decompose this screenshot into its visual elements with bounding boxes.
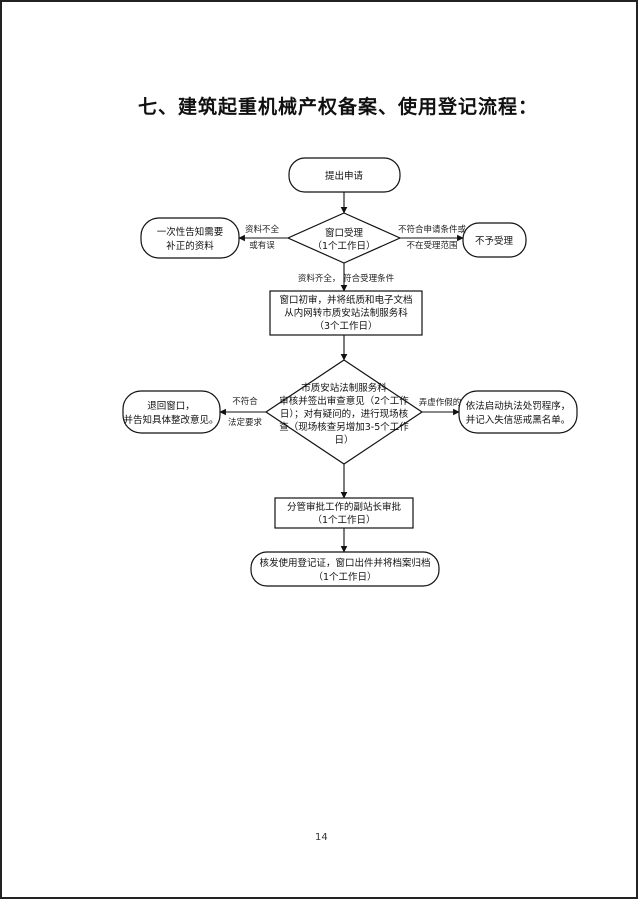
node-initial-review-line-1: 窗口初审，并将纸质和电子文档 <box>279 294 412 306</box>
page-border-right <box>636 0 638 899</box>
edge-not-meet-line-1: 不符合申请条件或 <box>398 224 467 235</box>
node-legal-review: 市质安站法制服务科 审核并签出审查意见（2个工作 日）；对有疑问的，进行现场核 … <box>264 359 424 465</box>
node-return-left: 退回窗口， 并告知具体整改意见。 <box>122 390 221 434</box>
node-penalty-right-line-2: 并记入失信惩戒黑名单。 <box>466 414 571 426</box>
node-return-left-line-2: 并告知具体整改意见。 <box>123 414 218 426</box>
page-border-left <box>0 0 2 899</box>
node-penalty-right-line-1: 依法启动执法处罚程序， <box>466 400 571 412</box>
node-initial-review-line-2: 从内网转市质安站法制服务科 <box>284 307 408 319</box>
edge-not-comply-line-2: 法定要求 <box>228 417 263 428</box>
node-issue-line-2: （1个工作日） <box>313 571 376 583</box>
page-title: 七、建筑起重机械产权备案、使用登记流程： <box>138 96 539 118</box>
node-initial-review-line-3: （3个工作日） <box>314 320 377 332</box>
node-reject-right: 不予受理 <box>462 222 527 258</box>
node-legal-review-line-5: 日） <box>334 434 353 446</box>
page-border-bottom <box>0 897 638 899</box>
node-issue: 核发使用登记证，窗口出件并将档案归档 （1个工作日） <box>250 551 440 587</box>
node-submit: 提出申请 <box>288 157 401 193</box>
node-inform-left: 一次性告知需要 补正的资料 <box>140 217 240 259</box>
node-legal-review-line-1: 市质安站法制服务科 <box>301 382 387 394</box>
node-issue-line-1: 核发使用登记证，窗口出件并将档案归档 <box>259 557 430 569</box>
node-window-accept-line-1: 窗口受理 <box>325 227 364 239</box>
edge-fraud-label: 弄虚作假的 <box>419 397 462 408</box>
node-reject-right-label: 不予受理 <box>475 235 514 247</box>
edge-incomplete-line-1: 资料不全 <box>245 224 280 235</box>
edge-not-comply-line-1: 不符合 <box>232 396 258 407</box>
node-approval: 分管审批工作的副站长审批 （1个工作日） <box>274 497 414 529</box>
node-penalty-right: 依法启动执法处罚程序， 并记入失信惩戒黑名单。 <box>458 390 578 434</box>
node-initial-review: 窗口初审，并将纸质和电子文档 从内网转市质安站法制服务科 （3个工作日） <box>269 290 423 336</box>
node-inform-left-line-2: 补正的资料 <box>166 240 214 252</box>
edge-incomplete-line-2: 或有误 <box>249 240 275 251</box>
node-legal-review-line-4: 查（现场核查另增加3-5个工作 <box>279 421 409 433</box>
edge-complete-label: 资料齐全， 符合受理条件 <box>298 273 395 284</box>
edge-not-meet-line-2: 不在受理范围 <box>406 240 457 251</box>
node-window-accept-line-2: （1个工作日） <box>312 240 375 252</box>
node-approval-line-2: （1个工作日） <box>312 514 375 526</box>
node-submit-label: 提出申请 <box>325 170 364 182</box>
node-return-left-line-1: 退回窗口， <box>147 400 195 412</box>
node-legal-review-line-2: 审核并签出审查意见（2个工作 <box>279 395 409 407</box>
page-border-top <box>0 0 638 2</box>
node-legal-review-line-3: 日）；对有疑问的，进行现场核 <box>280 408 409 420</box>
node-inform-left-line-1: 一次性告知需要 <box>157 226 224 238</box>
node-window-accept: 窗口受理 （1个工作日） <box>286 212 402 264</box>
node-approval-line-1: 分管审批工作的副站长审批 <box>287 501 402 513</box>
page-number: 14 <box>315 832 328 843</box>
